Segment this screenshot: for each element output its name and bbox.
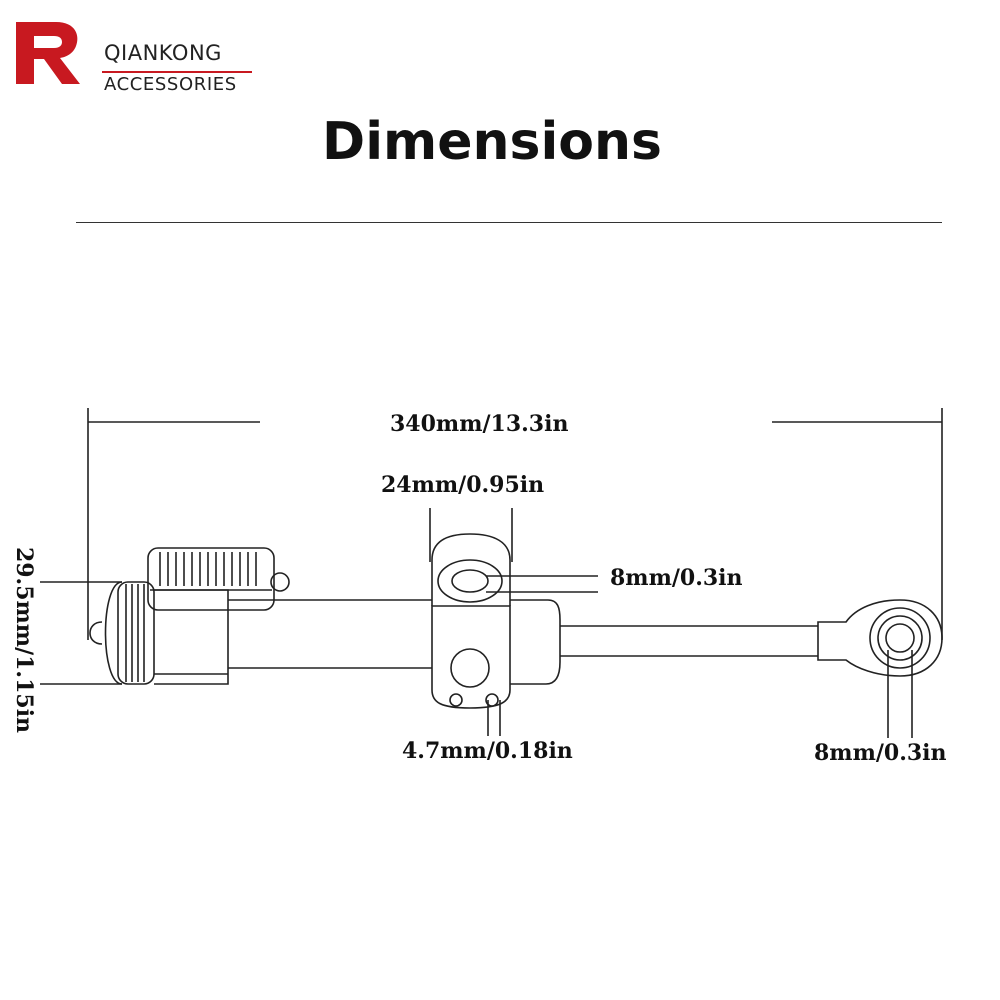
brand-name: QIANKONG [104,41,222,65]
end-cap [89,581,155,685]
overall-length-dimension-line [87,408,943,640]
body-height-label: 29.5mm/1.15in [11,546,37,734]
clamp-width-label: 24mm/0.95in [381,472,545,498]
clamp-width-dimension-line [429,508,513,562]
piston-rod [560,625,818,657]
clamp-block [431,533,561,709]
rod-eye-diameter-label: 8mm/0.3in [814,740,947,766]
adjuster-knob [147,547,290,611]
rod-end-eye [817,599,943,738]
height-dimension-line [40,581,122,685]
page-title: Dimensions [322,112,662,172]
hole-leader-lines [487,700,501,736]
title-divider [76,222,942,223]
brand-logo: QIANKONG ACCESSORIES [14,16,254,94]
damper-body [154,589,432,685]
brand-tagline: ACCESSORIES [104,74,237,95]
bore-diameter-label: 8mm/0.3in [610,565,743,591]
brand-underline [102,71,252,73]
overall-length-label: 340mm/13.3in [390,411,569,437]
r-logo-icon [16,22,80,84]
bore-leader-lines [486,575,598,593]
mount-hole-label: 4.7mm/0.18in [402,738,573,764]
